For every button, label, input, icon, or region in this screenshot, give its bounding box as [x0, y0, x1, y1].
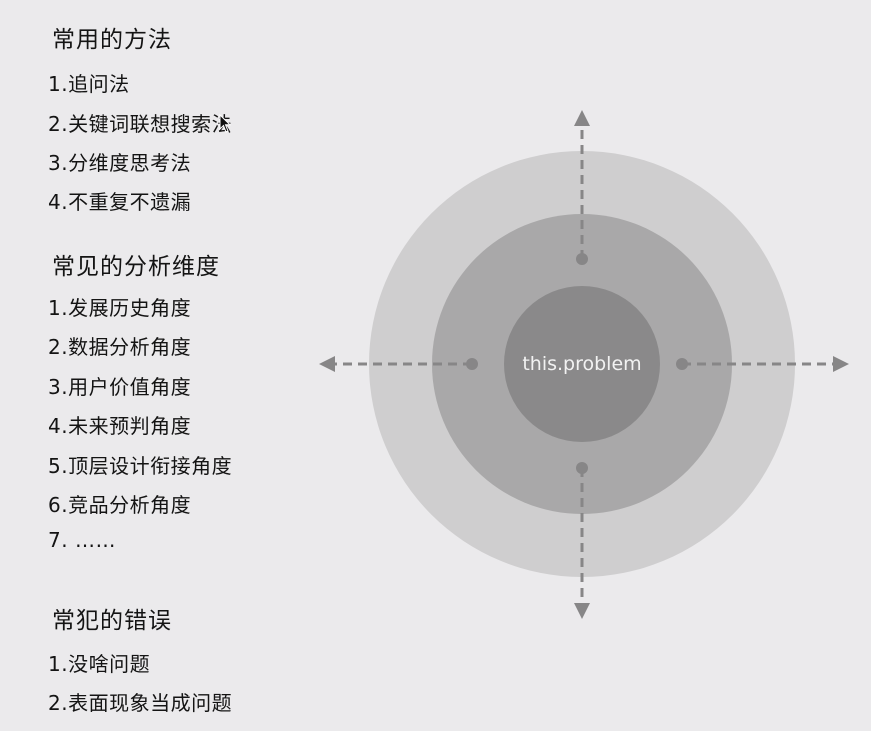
section-heading-mistakes: 常犯的错误	[52, 608, 172, 634]
arrow-left-head	[319, 356, 335, 372]
section-heading-methods: 常用的方法	[52, 27, 172, 53]
arrow-left-origin	[466, 358, 478, 370]
list-item: 4.不重复不遗漏	[48, 190, 192, 214]
arrow-right-head	[833, 356, 849, 372]
list-item: 7. ……	[48, 528, 116, 552]
list-item: 4.未来预判角度	[48, 414, 192, 438]
arrow-up-head	[574, 110, 590, 126]
section-heading-dimensions: 常见的分析维度	[52, 254, 220, 280]
list-item: 5.顶层设计衔接角度	[48, 454, 233, 478]
list-item: 1.没啥问题	[48, 652, 151, 676]
list-item: 3.分维度思考法	[48, 151, 192, 175]
left-panel: 常用的方法 1.追问法 2.关键词联想搜索法 3.分维度思考法 4.不重复不遗漏…	[0, 0, 330, 731]
arrow-down-head	[574, 603, 590, 619]
arrow-right-origin	[676, 358, 688, 370]
arrows-group	[319, 110, 849, 619]
list-item: 2.表面现象当成问题	[48, 691, 233, 715]
list-item: 1.发展历史角度	[48, 296, 192, 320]
arrow-down-origin	[576, 462, 588, 474]
inner-circle	[504, 286, 660, 442]
mouse-cursor-icon	[219, 114, 232, 133]
list-item: 3.用户价值角度	[48, 375, 192, 399]
list-item: 1.追问法	[48, 72, 130, 96]
list-item: 2.关键词联想搜索法	[48, 112, 233, 136]
center-label: this.problem	[522, 353, 641, 375]
list-item: 6.竞品分析角度	[48, 493, 192, 517]
list-item: 2.数据分析角度	[48, 335, 192, 359]
arrow-up-origin	[576, 253, 588, 265]
